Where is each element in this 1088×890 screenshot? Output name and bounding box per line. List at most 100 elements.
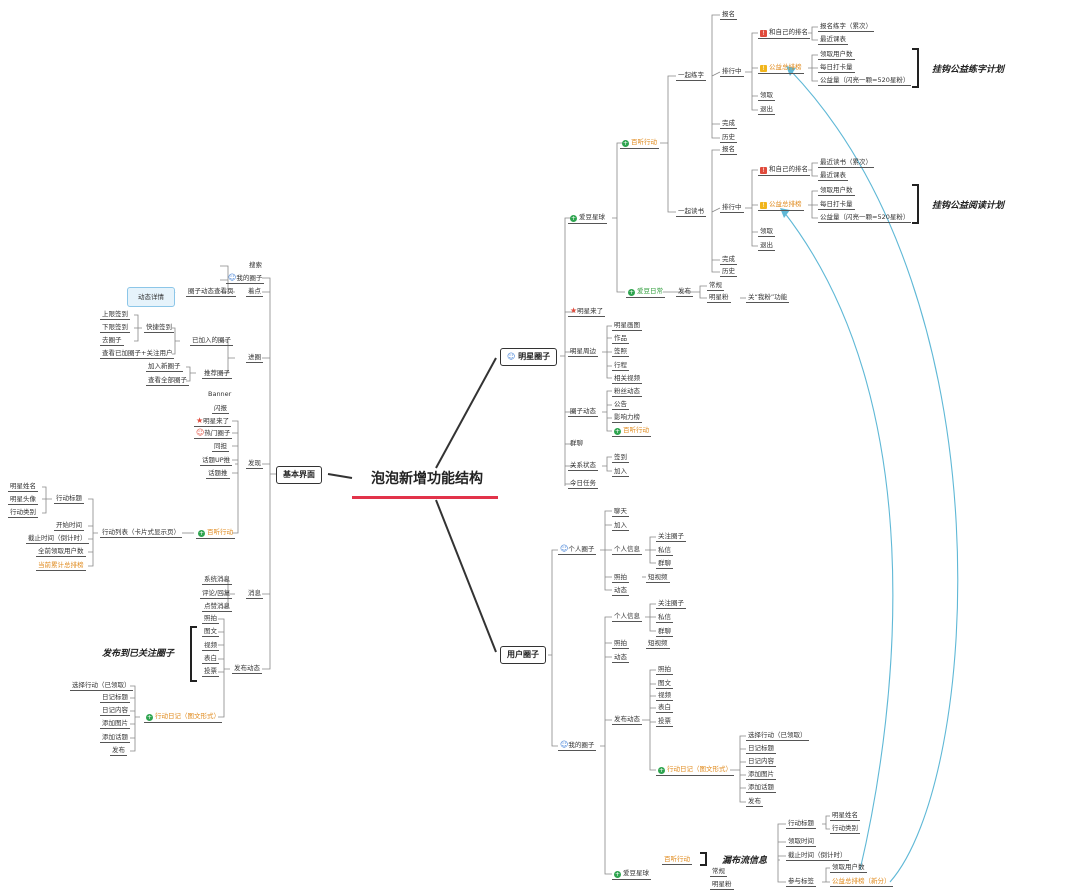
node-action-title[interactable]: 行动标题	[786, 819, 816, 829]
node-publish-item[interactable]: 视频	[202, 641, 219, 651]
node-history[interactable]: 历史	[720, 133, 737, 143]
node-find-item[interactable]: 闪报	[212, 404, 229, 414]
node-action-item[interactable]: 明星头像	[8, 495, 38, 505]
node-diary-item[interactable]: 日记内容	[100, 706, 130, 716]
node-diary-item[interactable]: 发布	[110, 746, 127, 756]
node-dynamic-item[interactable]: +百听行动	[612, 425, 651, 437]
node-message-item[interactable]: 评论/回复	[200, 589, 233, 599]
node-diary-item[interactable]: 选择行动（已领取）	[70, 681, 133, 691]
branch-user-circle[interactable]: 用户圈子	[500, 646, 546, 664]
node-charity-action[interactable]: 百听行动	[662, 855, 692, 865]
node-diary-item[interactable]: 添加图片	[746, 770, 776, 780]
node-publish-item[interactable]: 视频	[656, 691, 673, 701]
node-participate[interactable]: 参与标签	[786, 877, 816, 887]
node-personal-rank[interactable]: !和自己的排名	[758, 164, 810, 176]
node-action-item[interactable]: 明星姓名	[8, 482, 38, 492]
node-receive-users[interactable]: 领取用户数	[830, 863, 867, 873]
node-personal-info[interactable]: 个人信息	[612, 545, 642, 555]
node-publish-item[interactable]: 图文	[202, 627, 219, 637]
node-find-item[interactable]: 同担	[212, 442, 229, 452]
node-publish-item[interactable]: 照拍	[202, 614, 219, 624]
node-publish-item[interactable]: 投票	[656, 717, 673, 727]
node-follow-fn[interactable]: 关“我粉”功能	[746, 293, 790, 303]
node-short-video[interactable]: 短视频	[646, 573, 670, 583]
node-discover[interactable]: 发现	[246, 459, 263, 469]
node-info-item[interactable]: 关注圈子	[656, 532, 686, 542]
branch-star-circle[interactable]: ☺ 明星圈子	[500, 348, 558, 366]
node-end-time[interactable]: 截止时间（倒计时）	[26, 534, 89, 544]
node-publish-item[interactable]: 投票	[202, 667, 219, 677]
node-joined-extra[interactable]: 查看已加圈子+关注用户	[100, 349, 175, 359]
node-publish-dynamic[interactable]: 发布动态	[612, 715, 642, 725]
node-publish-item[interactable]: 照拍	[656, 665, 673, 675]
node-exit[interactable]: 退出	[758, 105, 775, 115]
node-practice-together[interactable]: 一起练字	[676, 71, 706, 81]
node-message-item[interactable]: 点赞消息	[202, 602, 232, 612]
node-get[interactable]: 领取	[758, 91, 775, 101]
node-photo[interactable]: 照拍	[612, 639, 629, 649]
node-enter[interactable]: 进圈	[246, 353, 263, 363]
node-dynamic[interactable]: 动态	[612, 653, 629, 663]
node-start-time[interactable]: 开始时间	[54, 521, 84, 531]
node-dynamic[interactable]: 动态	[612, 586, 629, 596]
node-find-item[interactable]: ★明星来了	[194, 416, 232, 427]
node-star-moments[interactable]: 明星周边	[568, 347, 598, 357]
node-personal-rank[interactable]: !和自己的排名	[758, 27, 810, 39]
node-message[interactable]: 消息	[246, 589, 263, 599]
node-info-item[interactable]: 关注圈子	[656, 599, 686, 609]
node-publish-item[interactable]: 图文	[656, 679, 673, 689]
node-star-item[interactable]: 公益量（闪亮一颗=520星粉）	[818, 76, 912, 86]
node-moment-item[interactable]: 明星画图	[612, 321, 642, 331]
node-personal-item[interactable]: 报名练字（累次）	[818, 22, 874, 32]
node-star-item[interactable]: 领取用户数	[818, 50, 855, 60]
node-receive-users[interactable]: 全前领取用户数	[36, 547, 86, 557]
node-star-rank[interactable]: !公益总排榜	[758, 199, 804, 211]
root-topic[interactable]: 泡泡新增功能结构	[371, 471, 483, 487]
node-find-item[interactable]: 话题UP推	[200, 456, 233, 466]
node-star-pic[interactable]: 明星粉	[707, 293, 731, 303]
node-charity[interactable]: +百听行动	[620, 137, 659, 149]
node-user-item[interactable]: 加入	[612, 521, 629, 531]
node-moment-item[interactable]: 作品	[612, 334, 629, 344]
node-star-item[interactable]: 公益量（闪亮一颗=520星粉）	[818, 213, 912, 223]
node-history[interactable]: 历史	[720, 267, 737, 277]
node-quick-item[interactable]: 下限签到	[100, 323, 130, 333]
node-recommend[interactable]: 推荐圈子	[202, 369, 232, 379]
node-personal-item[interactable]: 最近课表	[818, 171, 848, 181]
node-personal-item[interactable]: 最近读书（累次）	[818, 158, 874, 168]
node-publish-dynamic[interactable]: 发布动态	[232, 664, 262, 674]
node-relation-item[interactable]: 加入	[612, 467, 629, 477]
node-circle-dynamic[interactable]: 圈子动态	[568, 407, 598, 417]
node-ranking[interactable]: 排行中	[720, 203, 744, 213]
node-personal-circle[interactable]: ☺个人圈子	[558, 544, 597, 555]
node-done[interactable]: 完成	[720, 119, 737, 129]
node-normal[interactable]: 常规	[707, 281, 724, 291]
node-today-task[interactable]: 今日任务	[568, 479, 598, 489]
node-action-list[interactable]: 行动列表（卡片式显示页）	[100, 528, 182, 538]
node-find-item[interactable]: 话题推	[206, 469, 230, 479]
node-action-item[interactable]: 行动类别	[8, 508, 38, 518]
node-ranking[interactable]: 排行中	[720, 67, 744, 77]
node-personal-info[interactable]: 个人信息	[612, 612, 642, 622]
node-done[interactable]: 完成	[720, 255, 737, 265]
node-love-day[interactable]: +爱豆日常	[626, 286, 665, 298]
node-end-time[interactable]: 截止时间（倒计时）	[786, 851, 849, 861]
node-user-item[interactable]: 聊天	[612, 507, 629, 517]
node-quick-item[interactable]: 去圈子	[100, 336, 124, 346]
node-star-item[interactable]: 每日打卡量	[818, 63, 855, 73]
branch-basic-ui[interactable]: 基本界面	[276, 466, 322, 484]
node-action-name[interactable]: 明星姓名	[830, 811, 860, 821]
node-short-video[interactable]: 短视频	[646, 639, 670, 649]
node-info-item[interactable]: 私信	[656, 613, 673, 623]
node-relation-item[interactable]: 签到	[612, 453, 629, 463]
node-diary-item[interactable]: 日记标题	[100, 693, 130, 703]
node-diary-item[interactable]: 选择行动（已领取）	[746, 731, 809, 741]
node-star-came[interactable]: ★明星来了	[568, 306, 606, 317]
node-moment-item[interactable]: 相关视频	[612, 374, 642, 384]
node-join-time[interactable]: 领取时间	[786, 837, 816, 847]
node-diary-item[interactable]: 日记内容	[746, 757, 776, 767]
node-diary-item[interactable]: 日记标题	[746, 744, 776, 754]
node-get[interactable]: 领取	[758, 227, 775, 237]
node-diary-item[interactable]: 发布	[746, 797, 763, 807]
node-star-item[interactable]: 领取用户数	[818, 186, 855, 196]
